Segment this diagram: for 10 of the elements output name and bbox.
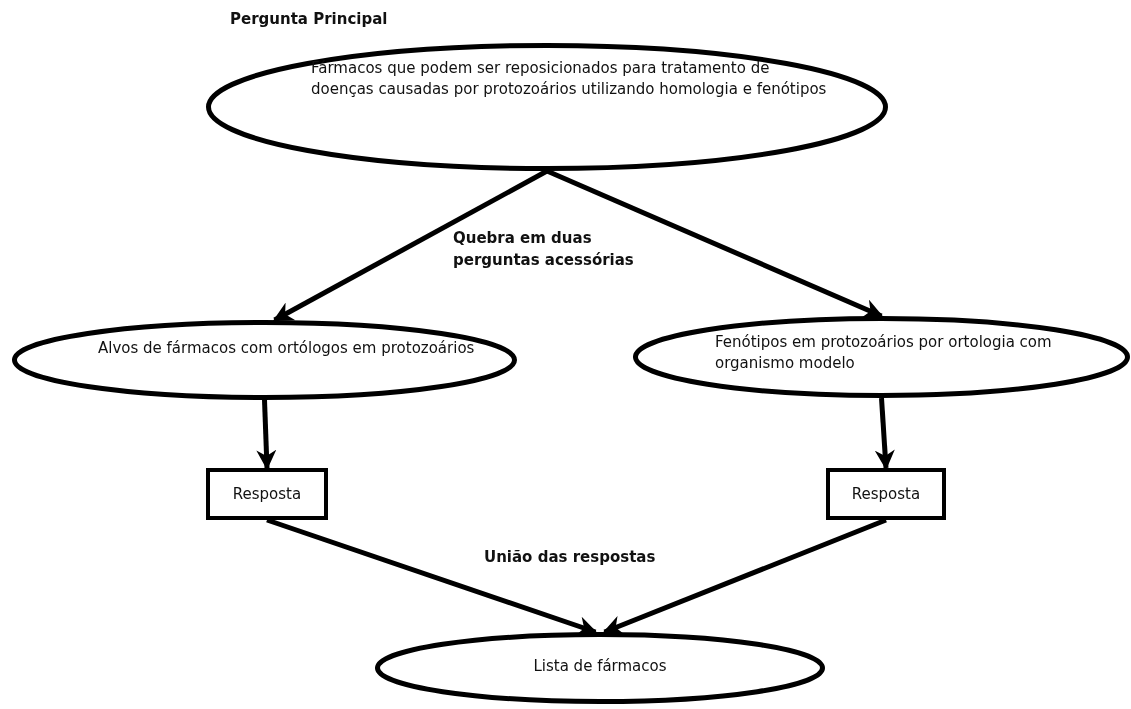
arrow: [256, 399, 277, 470]
process-box: Resposta: [826, 468, 946, 520]
annotation-text: União das respostas: [484, 547, 657, 568]
heading-text: Pergunta Principal: [230, 10, 388, 28]
annotation-text: Quebra em duas perguntas acessórias: [453, 228, 635, 271]
node-text: Lista de fármacos: [532, 656, 668, 677]
process-box: Resposta: [206, 468, 328, 520]
node-text: Fenótipos em protozoários por ortologia com organismo modelo: [715, 332, 1053, 374]
node-text: Alvos de fármacos com ortólogos em protozoários: [98, 338, 476, 359]
arrow: [874, 397, 895, 470]
